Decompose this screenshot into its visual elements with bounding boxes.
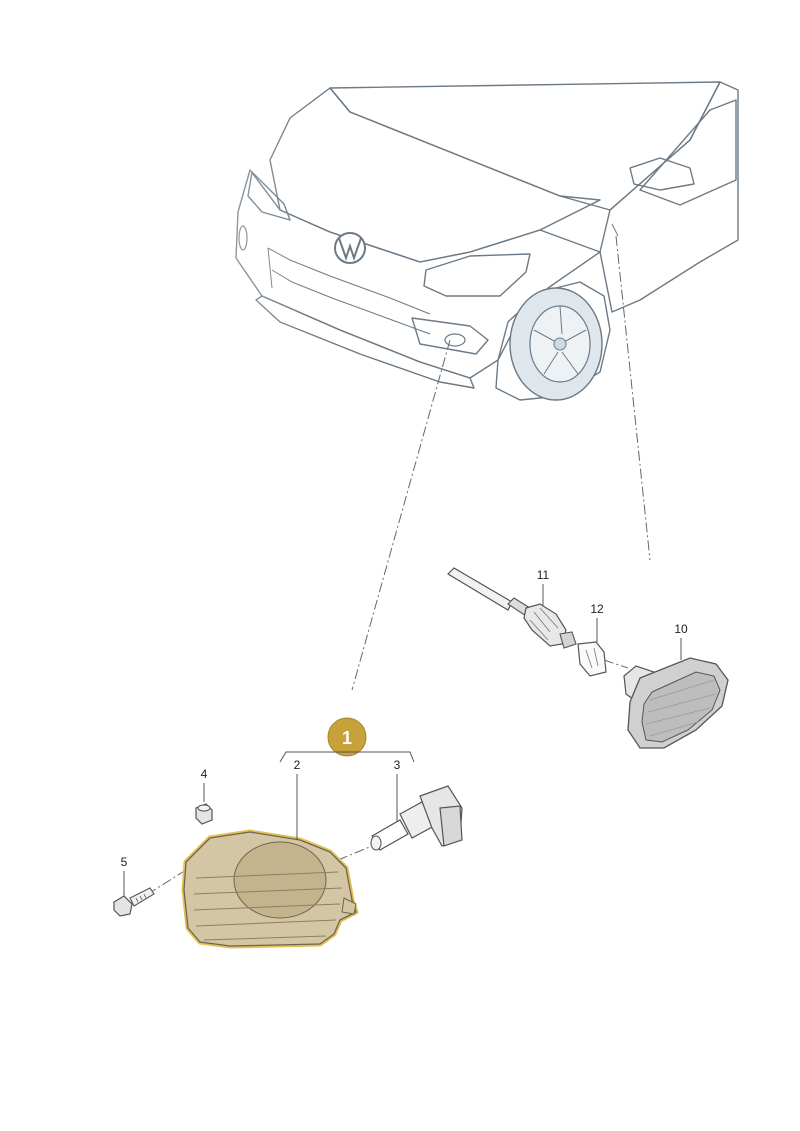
callout-11: 11 (537, 568, 550, 606)
callout-3: 3 (394, 758, 401, 822)
callout-2-label: 2 (294, 758, 301, 772)
assembly-badge-label: 1 (342, 728, 352, 748)
callout-12: 12 (590, 602, 604, 642)
callout-11-label: 11 (537, 568, 550, 582)
bulb-socket-wire (447, 567, 577, 649)
wheel (509, 287, 603, 401)
projection-line-wedge (603, 659, 629, 669)
callout-10-label: 10 (674, 622, 688, 636)
car-front-view (230, 70, 739, 401)
assembly-bracket (279, 751, 415, 763)
wedge-bulb (577, 641, 607, 677)
projection-line-fog-lamp (351, 339, 451, 691)
callout-5: 5 (121, 855, 128, 896)
callout-4-label: 4 (201, 767, 208, 781)
projection-line-bulb (337, 845, 373, 861)
callout-2: 2 (294, 758, 301, 840)
callout-5-label: 5 (121, 855, 128, 869)
nut (195, 803, 213, 825)
fog-lamp-housing (181, 829, 359, 949)
assembly-badge: 1 (327, 717, 367, 757)
screw (113, 887, 155, 917)
callout-4: 4 (201, 767, 208, 802)
projection-line-side-marker (615, 235, 651, 561)
projection-line-screw (131, 869, 187, 905)
side-marker-light (623, 657, 729, 749)
halogen-bulb (370, 785, 463, 851)
callout-12-label: 12 (590, 602, 604, 616)
callout-10: 10 (674, 622, 688, 660)
callout-3-label: 3 (394, 758, 401, 772)
